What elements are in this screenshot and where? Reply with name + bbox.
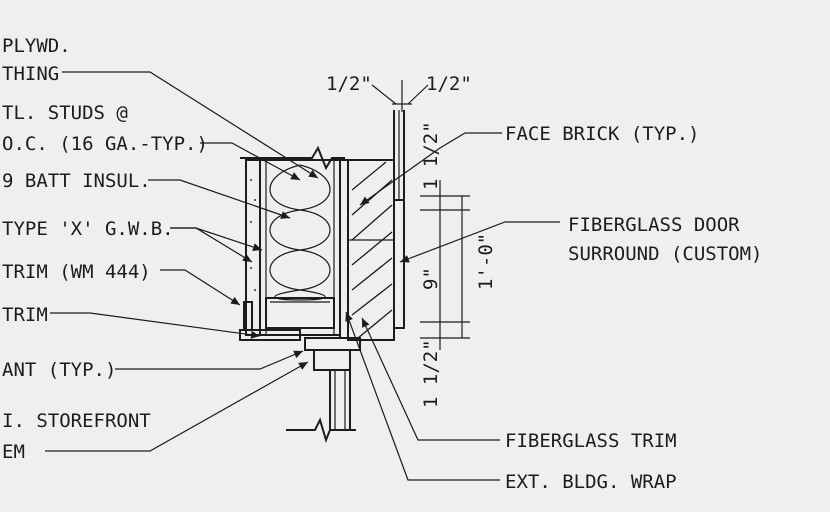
dim-half-right: 1/2" <box>426 73 472 95</box>
label-fiberglass-trim: FIBERGLASS TRIM <box>505 430 677 452</box>
label-gwb: TYPE 'X' G.W.B. <box>2 218 174 240</box>
stud-cavity <box>259 159 341 336</box>
label-face-brick: FACE BRICK (TYP.) <box>505 123 699 145</box>
label-storefront-2: EM <box>2 441 25 463</box>
base-trim <box>239 329 301 341</box>
dim-one-foot: 1'-0" <box>475 233 497 290</box>
label-bldg-wrap: EXT. BLDG. WRAP <box>505 471 677 493</box>
label-trim: TRIM <box>2 304 48 326</box>
dim-half-left: 1/2" <box>326 73 372 95</box>
label-studs-1: TL. STUDS @ <box>2 102 128 124</box>
dim-nine: 9" <box>420 267 442 290</box>
label-plywood-2: THING <box>2 63 59 85</box>
brick-hatch <box>351 161 393 339</box>
label-studs-2: O.C. (16 GA.-TYP.) <box>2 133 208 155</box>
label-trim-wm: TRIM (WM 444) <box>2 261 151 283</box>
dim-top-one-half: 1 1/2" <box>420 121 442 190</box>
bottom-track <box>265 297 335 329</box>
leader-lines <box>45 71 560 481</box>
label-batt: 9 BATT INSUL. <box>2 170 151 192</box>
label-storefront-1: I. STOREFRONT <box>2 410 151 432</box>
label-plywood-1: PLYWD. <box>2 35 71 57</box>
sheathing-layer <box>339 159 349 339</box>
wall-assembly <box>239 110 405 444</box>
storefront-mullion <box>329 369 351 431</box>
fiberglass-surround <box>393 199 405 329</box>
label-door-surround-2: SURROUND (CUSTOM) <box>568 243 762 265</box>
label-sealant: ANT (TYP.) <box>2 359 116 381</box>
batt-insulation <box>269 164 331 301</box>
dimension-lines <box>392 80 470 350</box>
dim-bottom-one-half: 1 1/2" <box>420 339 442 408</box>
label-door-surround-1: FIBERGLASS DOOR <box>568 214 740 236</box>
